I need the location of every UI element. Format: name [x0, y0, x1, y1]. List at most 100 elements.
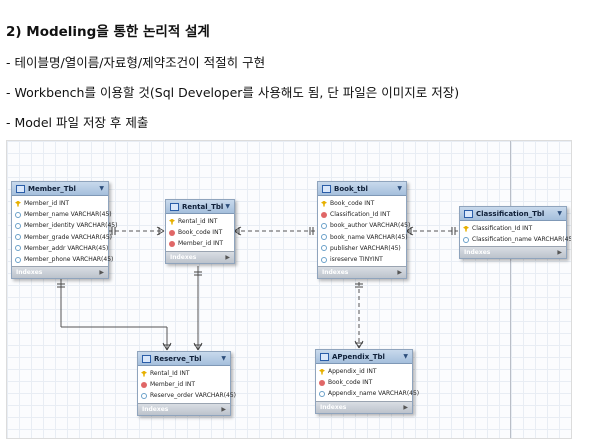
- table-icon: [16, 184, 25, 193]
- primary-key-icon: [321, 200, 327, 207]
- column-icon: [15, 222, 21, 229]
- expand-arrow-icon[interactable]: ▶: [99, 269, 104, 277]
- collapse-arrow-icon[interactable]: ▼: [99, 185, 104, 192]
- column-icon: [15, 234, 21, 241]
- column-icon: [463, 236, 469, 243]
- column-row[interactable]: Book_code INT: [166, 227, 234, 238]
- requirement-line-3: - Model 파일 저장 후 제출: [6, 115, 149, 130]
- expand-arrow-icon[interactable]: ▶: [397, 269, 402, 277]
- indexes-label: Indexes: [142, 405, 169, 413]
- table-header[interactable]: Reserve_Tbl▼: [138, 352, 230, 366]
- column-row[interactable]: isreserve TINYINT: [318, 254, 406, 265]
- expand-arrow-icon[interactable]: ▶: [403, 403, 408, 411]
- column-icon: [15, 256, 21, 263]
- expand-arrow-icon[interactable]: ▶: [557, 249, 562, 257]
- column-row[interactable]: Member_name VARCHAR(45): [12, 209, 112, 220]
- column-row[interactable]: Member_identity VARCHAR(45): [12, 220, 117, 231]
- column-name: Classification_name VARCHAR(45): [472, 236, 572, 244]
- column-icon: [141, 392, 147, 399]
- column-icon: [319, 390, 325, 397]
- column-name: Member_id INT: [24, 200, 69, 208]
- column-name: isreserve TINYINT: [330, 256, 383, 264]
- column-name: Member_id INT: [178, 240, 223, 248]
- table-icon: [320, 352, 329, 361]
- table-header[interactable]: Member_Tbl▼: [12, 182, 108, 196]
- table-book[interactable]: Book_tbl ▼ Book_code INT Classification_Id …: [317, 181, 410, 280]
- collapse-arrow-icon[interactable]: ▼: [403, 353, 408, 360]
- column-list: Rental_Id INT Member_id INT Reserve_order …: [138, 366, 236, 403]
- collapse-arrow-icon[interactable]: ▼: [221, 355, 226, 362]
- column-row[interactable]: Member_id INT: [12, 198, 108, 209]
- primary-key-icon: [15, 200, 21, 207]
- column-row[interactable]: Rental_Id INT: [138, 368, 230, 379]
- column-row[interactable]: book_name VARCHAR(45): [318, 232, 408, 243]
- column-row[interactable]: book_author VARCHAR(45): [318, 220, 410, 231]
- table-appendix[interactable]: APpendix_Tbl▼ Appendix_id INT Book_code IN…: [315, 349, 419, 414]
- indexes-label: Indexes: [464, 249, 491, 257]
- column-name: book_name VARCHAR(45): [330, 233, 408, 241]
- table-header[interactable]: Rental_Tbl▼: [166, 200, 234, 214]
- table-title: Rental_Tbl: [182, 202, 224, 211]
- requirement-line-1: - 테이블명/열이름/자료형/제약조건이 적절히 구현: [6, 55, 266, 70]
- column-row[interactable]: Member_grade VARCHAR(45): [12, 232, 112, 243]
- column-row[interactable]: Classification_Id INT: [460, 223, 566, 234]
- indexes-label: Indexes: [322, 269, 349, 277]
- table-header[interactable]: APpendix_Tbl▼: [316, 350, 412, 364]
- column-name: Reserve_order VARCHAR(45): [150, 392, 237, 400]
- column-row[interactable]: Book_code INT: [316, 377, 412, 388]
- column-row[interactable]: Book_code INT: [318, 198, 406, 209]
- collapse-arrow-icon[interactable]: ▼: [225, 203, 230, 210]
- expand-arrow-icon[interactable]: ▶: [225, 253, 230, 261]
- column-name: Book_code INT: [328, 379, 373, 387]
- column-icon: [15, 245, 21, 252]
- indexes-footer[interactable]: Indexes ▶: [138, 402, 230, 415]
- table-icon: [322, 184, 331, 193]
- column-name: Member_identity VARCHAR(45): [24, 222, 118, 230]
- column-row[interactable]: Appendix_id INT: [316, 366, 412, 377]
- table-title: Book_tbl: [334, 184, 368, 193]
- indexes-footer[interactable]: Indexes▶: [316, 400, 412, 413]
- column-row[interactable]: Member_id INT: [166, 238, 234, 249]
- relationship-lines: [57, 226, 458, 351]
- column-row[interactable]: publisher VARCHAR(45): [318, 243, 406, 254]
- indexes-footer[interactable]: Indexes ▶: [318, 266, 406, 279]
- table-header[interactable]: Classification_Tbl ▼: [460, 207, 566, 221]
- foreign-key-icon: [141, 381, 147, 388]
- indexes-footer[interactable]: Indexes▶: [12, 266, 108, 279]
- column-row[interactable]: Reserve_order VARCHAR(45): [138, 390, 236, 401]
- column-name: Member_id INT: [150, 381, 195, 389]
- column-row[interactable]: Classification_name VARCHAR(45): [460, 234, 571, 245]
- column-row[interactable]: Member_addr VARCHAR(45): [12, 243, 108, 254]
- column-row[interactable]: Appendix_name VARCHAR(45): [316, 388, 419, 399]
- cardinality-mark: [354, 340, 360, 349]
- requirement-line-2: - Workbench를 이용할 것(Sql Developer를 사용해도 됨…: [6, 85, 460, 100]
- cardinality-mark: [233, 230, 242, 236]
- column-name: Member_phone VARCHAR(45): [24, 256, 114, 264]
- table-title: Classification_Tbl: [476, 209, 545, 218]
- indexes-footer[interactable]: Indexes ▶: [460, 246, 566, 259]
- cardinality-mark: [166, 342, 172, 351]
- collapse-arrow-icon[interactable]: ▼: [557, 210, 562, 217]
- column-row[interactable]: Classification_Id INT: [318, 209, 406, 220]
- expand-arrow-icon[interactable]: ▶: [221, 405, 226, 413]
- collapse-arrow-icon[interactable]: ▼: [397, 185, 402, 192]
- column-row[interactable]: Member_phone VARCHAR(45): [12, 254, 113, 265]
- primary-key-icon: [141, 370, 147, 377]
- column-name: Classification_Id INT: [330, 211, 391, 219]
- column-name: Rental_id INT: [178, 218, 218, 226]
- indexes-footer[interactable]: Indexes▶: [166, 250, 234, 263]
- cardinality-mark: [233, 226, 242, 232]
- table-header[interactable]: Book_tbl ▼: [318, 182, 406, 196]
- table-classification[interactable]: Classification_Tbl ▼ Classification_Id INT…: [459, 206, 571, 260]
- column-row[interactable]: Rental_id INT: [166, 216, 234, 227]
- column-icon: [321, 245, 327, 252]
- column-row[interactable]: Member_id INT: [138, 379, 230, 390]
- column-name: Book_code INT: [330, 200, 375, 208]
